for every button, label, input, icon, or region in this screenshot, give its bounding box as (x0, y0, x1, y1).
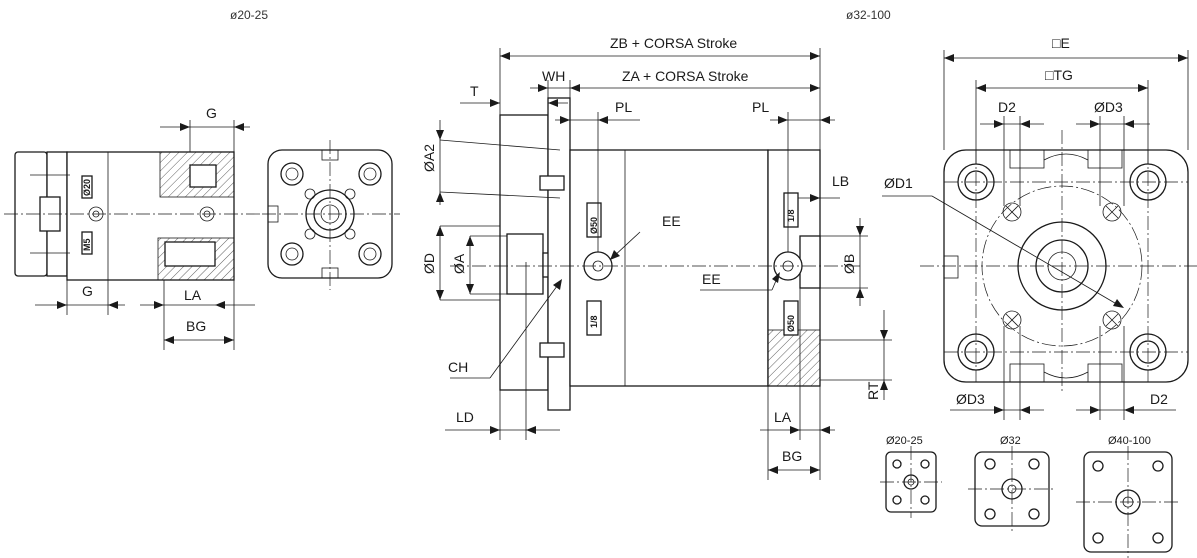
small-body-tag-top: Ø20 (82, 179, 92, 196)
dim-TG: □TG (1045, 67, 1073, 83)
dim-WH: WH (542, 68, 565, 84)
dim-G-top: G (206, 105, 217, 121)
dim-EE-top: EE (662, 213, 681, 229)
large-body-tag-left-top: Ø50 (589, 217, 599, 234)
dim-LA-large: LA (774, 409, 792, 425)
thumbnail-32 (968, 446, 1056, 532)
thumb-label-32: Ø32 (1000, 435, 1021, 447)
dim-CH: CH (448, 359, 468, 375)
large-body-tag-left-bottom: 1/8 (589, 315, 599, 328)
large-cylinder-end-view (920, 130, 1197, 392)
large-cylinder-side-view (450, 97, 860, 411)
header-large-range: ø32-100 (846, 8, 891, 22)
dim-B: ØB (841, 254, 857, 274)
dim-ZB: ZB + CORSA Stroke (610, 35, 737, 51)
dim-A: ØA (451, 253, 467, 274)
thumb-label-20-25: Ø20-25 (886, 435, 923, 447)
thumb-label-40-100: Ø40-100 (1108, 435, 1151, 447)
small-body-tag-bottom: M5 (82, 238, 92, 251)
header-small-range: ø20-25 (230, 8, 268, 22)
dim-EE-bottom: EE (702, 271, 721, 287)
dim-BG-large: BG (782, 448, 802, 464)
dim-D1: ØD1 (884, 175, 913, 191)
dim-G-bottom: G (82, 283, 93, 299)
dim-RT: RT (865, 381, 881, 400)
large-dim-lines (436, 48, 892, 480)
large-body-tag-right-top: 1/8 (786, 209, 796, 222)
dim-T: T (470, 83, 479, 99)
dim-LD: LD (456, 409, 474, 425)
thumbnail-40-100 (1076, 446, 1180, 558)
dim-A2: ØA2 (421, 144, 437, 172)
large-body-tag-right-bottom: Ø50 (786, 315, 796, 332)
end-view-dim-lines (882, 50, 1189, 420)
dim-PL-left: PL (615, 99, 632, 115)
dim-D3-bottom: ØD3 (956, 391, 985, 407)
dim-LB: LB (832, 173, 849, 189)
dim-E: □E (1052, 35, 1070, 51)
dim-ZA: ZA + CORSA Stroke (622, 68, 749, 84)
dim-D3-top: ØD3 (1094, 99, 1123, 115)
dim-PL-right: PL (752, 99, 769, 115)
small-cylinder-end-view (262, 140, 400, 290)
dim-LA-small: LA (184, 287, 202, 303)
dim-D2-bottom: D2 (1150, 391, 1168, 407)
dim-D2-top: D2 (998, 99, 1016, 115)
dim-BG-small: BG (186, 318, 206, 334)
thumbnail-20-25 (880, 446, 942, 518)
dim-D: ØD (421, 253, 437, 274)
small-cylinder-side-view (4, 151, 260, 281)
small-dim-lines (35, 120, 255, 350)
